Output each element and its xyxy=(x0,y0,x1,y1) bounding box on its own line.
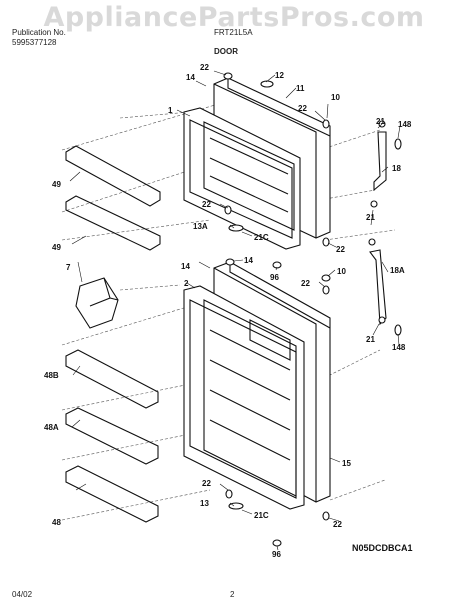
callout-18A: 18A xyxy=(390,266,405,275)
callout-labels: 22 12 11 14 10 22 1 21 148 18 49 22 21 1… xyxy=(44,63,412,559)
callout-14: 14 xyxy=(181,262,190,271)
dairy-door-cover xyxy=(75,277,119,329)
callout-22: 22 xyxy=(301,279,310,288)
callout-22: 22 xyxy=(298,104,307,113)
callout-21: 21 xyxy=(366,335,375,344)
publication-number: 5995377128 xyxy=(12,38,57,47)
callout-48: 48 xyxy=(52,518,61,527)
callout-15: 15 xyxy=(342,459,351,468)
callout-12: 12 xyxy=(275,71,284,80)
callout-10: 10 xyxy=(331,93,340,102)
page-number: 2 xyxy=(230,590,235,599)
callout-21C: 21C xyxy=(254,233,269,242)
section-title: DOOR xyxy=(214,47,238,56)
callout-13A: 13A xyxy=(193,222,208,231)
freezer-door-liner xyxy=(203,121,295,231)
callout-leader-lines xyxy=(69,70,401,551)
callout-10: 10 xyxy=(337,267,346,276)
callout-49: 49 xyxy=(52,180,61,189)
diagram-code: N05DCDBCA1 xyxy=(352,543,413,553)
callout-18: 18 xyxy=(392,164,401,173)
callout-7: 7 xyxy=(66,263,71,272)
center-hinge xyxy=(369,249,387,326)
callout-22: 22 xyxy=(202,479,211,488)
callout-14: 14 xyxy=(186,73,195,82)
callout-148: 148 xyxy=(392,343,406,352)
watermark: AppliancePartsPros.com xyxy=(43,2,425,33)
callout-1: 1 xyxy=(168,106,173,115)
model-number: FRT21L5A xyxy=(214,28,253,37)
footer-date: 04/02 xyxy=(12,590,33,599)
freezer-door-gasket xyxy=(183,107,301,250)
publication-label: Publication No. xyxy=(12,28,66,37)
callout-148: 148 xyxy=(398,120,412,129)
callout-48A: 48A xyxy=(44,423,59,432)
freezer-door-shelf-rails xyxy=(65,145,161,251)
callout-22: 22 xyxy=(202,200,211,209)
callout-21C: 21C xyxy=(254,511,269,520)
callout-14: 14 xyxy=(244,256,253,265)
callout-2: 2 xyxy=(184,279,189,288)
fresh-food-door-liner xyxy=(203,299,297,497)
callout-48B: 48B xyxy=(44,371,59,380)
callout-49: 49 xyxy=(52,243,61,252)
fresh-food-door-shelves xyxy=(65,349,159,523)
hardware-parts xyxy=(223,72,402,547)
callout-22: 22 xyxy=(336,245,345,254)
fresh-food-door-gasket xyxy=(183,285,305,510)
callout-11: 11 xyxy=(296,84,305,93)
callout-22: 22 xyxy=(333,520,342,529)
callout-22: 22 xyxy=(200,63,209,72)
callout-21: 21 xyxy=(376,117,385,126)
callout-21: 21 xyxy=(366,213,375,222)
callout-96: 96 xyxy=(270,273,279,282)
callout-13: 13 xyxy=(200,499,209,508)
upper-hinge xyxy=(373,131,387,192)
callout-96: 96 xyxy=(272,550,281,559)
